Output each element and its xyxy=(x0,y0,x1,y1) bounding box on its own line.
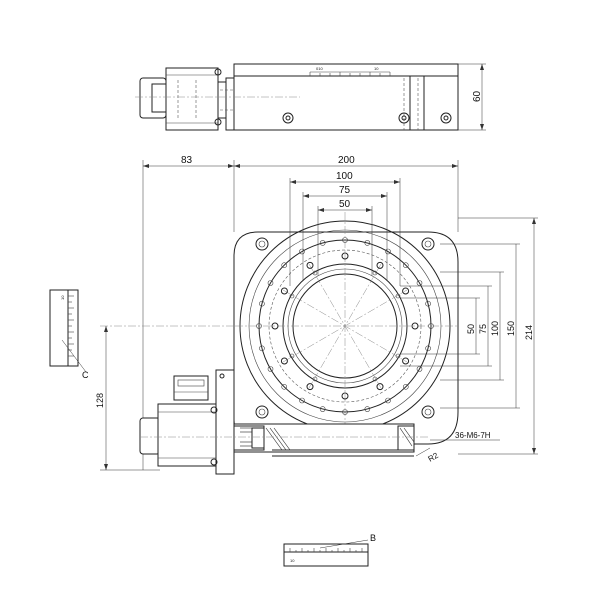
dim-150-right: 150 xyxy=(506,321,516,336)
detail-c-label: C xyxy=(82,370,89,380)
inner-bolt-circle xyxy=(271,252,419,400)
dim-75-right: 75 xyxy=(478,324,488,334)
detail-c: 10 C xyxy=(49,289,89,380)
dim-100-right: 100 xyxy=(490,321,500,336)
plan-view: 200 83 100 75 50 50 75 100 xyxy=(95,155,538,475)
dim-128: 128 xyxy=(95,393,105,408)
detail-b: 10 B xyxy=(283,533,376,567)
side-scale xyxy=(309,71,391,76)
dim-100-top: 100 xyxy=(336,171,353,182)
dim-214-right: 214 xyxy=(524,325,534,340)
dim-83: 83 xyxy=(181,155,193,166)
thread-callout: 36-M6-7H xyxy=(455,431,491,440)
detail-b-label: B xyxy=(370,533,376,543)
scale-label-left: 010 xyxy=(316,66,323,71)
dim-50-right: 50 xyxy=(466,324,476,334)
scale-c-1: 10 xyxy=(60,295,65,300)
side-view: 010 10 60 xyxy=(135,63,486,131)
outer-bolt-circle xyxy=(256,237,434,415)
dim-200: 200 xyxy=(338,155,355,166)
dim-60: 60 xyxy=(472,90,483,102)
dim-75-top: 75 xyxy=(339,185,351,196)
scale-b-1: 10 xyxy=(290,558,295,563)
radius-callout: R2 xyxy=(427,451,441,464)
dim-50-top: 50 xyxy=(339,199,351,210)
scale-label-right: 10 xyxy=(374,66,379,71)
